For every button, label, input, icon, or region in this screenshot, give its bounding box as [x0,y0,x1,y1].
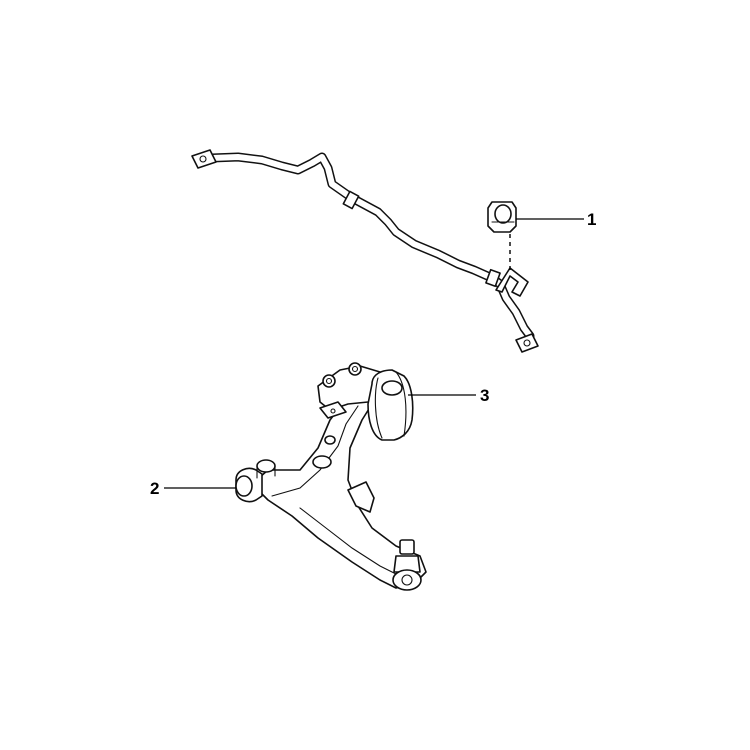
ball-joint [392,539,422,591]
callout-3-label: 3 [480,386,489,405]
stabilizer-bar [191,149,539,353]
lower-control-arm [251,362,427,589]
callout-1-label: 1 [587,210,596,229]
callout-2-label: 2 [150,479,159,498]
control-arm-rear-bushing [367,369,414,441]
stabilizer-bushing [487,201,517,233]
control-arm-front-bushing [235,459,276,503]
